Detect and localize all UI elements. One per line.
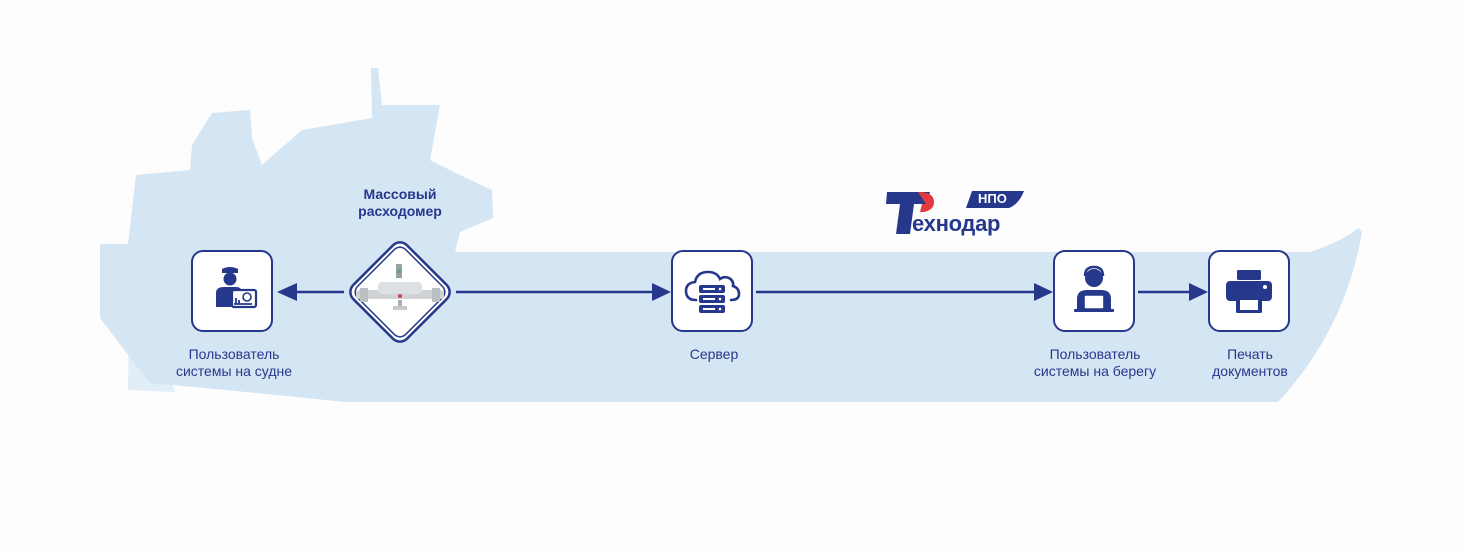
mass-flowmeter-image	[356, 264, 444, 310]
logo-npo-badge: НПО	[978, 191, 1007, 206]
server-label: Сервер	[689, 346, 739, 362]
logo-word: ехнодар	[912, 211, 1001, 236]
print-label: Печать документов	[1212, 346, 1288, 379]
print-node	[1208, 250, 1290, 332]
server-node	[671, 250, 753, 332]
cloud-server-icon	[684, 270, 741, 313]
arrowhead-shore-user	[1034, 283, 1053, 301]
shore-user-node	[1053, 250, 1135, 332]
printer-icon	[1226, 270, 1272, 313]
arrowhead-server	[652, 283, 671, 301]
arrowhead-ship-user	[277, 283, 297, 301]
mass-flowmeter-title: Массовый расходомер	[358, 186, 442, 219]
mass-flowmeter-node	[349, 241, 451, 343]
shore-operator-icon	[1074, 265, 1114, 312]
ship-user-node	[191, 250, 273, 332]
ship-operator-icon	[216, 267, 258, 309]
shore-user-label: Пользователь системы на берегу	[1033, 346, 1157, 379]
ship-user-label: Пользователь системы на судне	[175, 346, 293, 379]
tehnodar-logo	[886, 191, 1024, 234]
arrowhead-print	[1189, 283, 1208, 301]
